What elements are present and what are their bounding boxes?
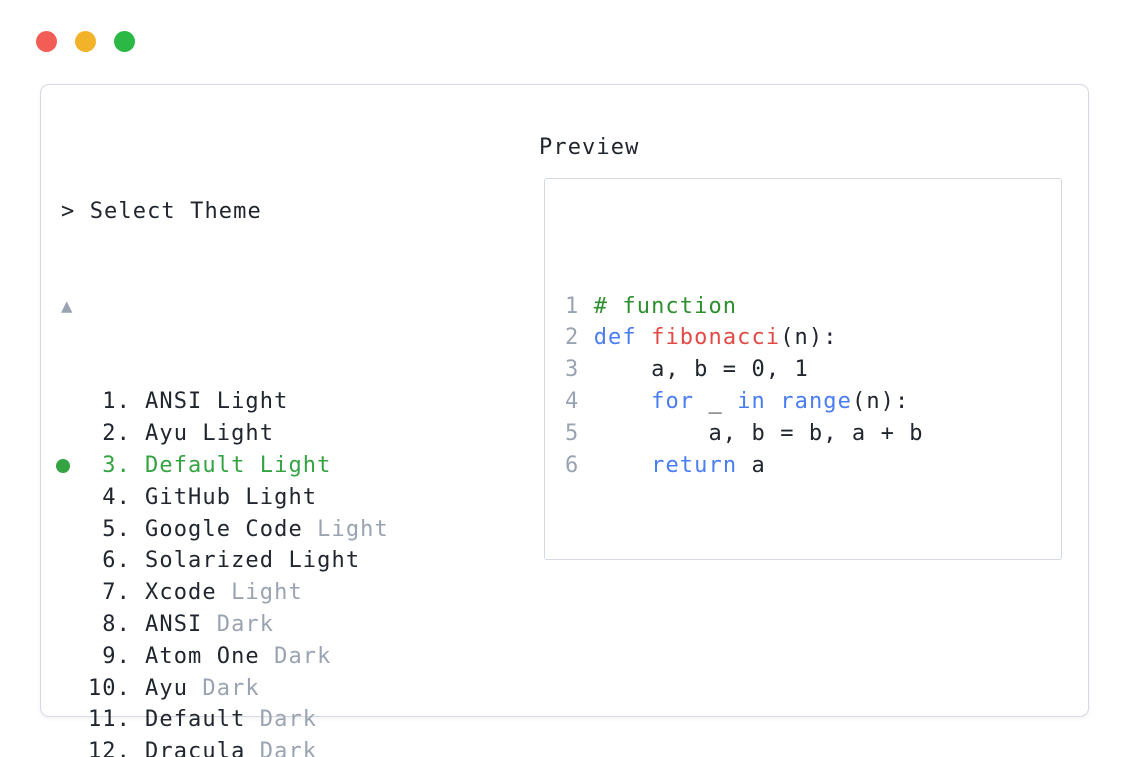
theme-item-label: Solarized Light (145, 548, 361, 574)
theme-item-label: Google Code Light (145, 516, 389, 542)
code-line: 6 return a (565, 450, 1061, 482)
close-button[interactable] (36, 31, 57, 52)
theme-item-label: Default Light (145, 452, 332, 478)
theme-item-number: 7. (102, 580, 131, 606)
code-token: in (737, 388, 766, 414)
theme-item-label: GitHub Light (145, 484, 318, 510)
code-token (594, 389, 651, 414)
theme-item-number: 1. (102, 389, 131, 415)
theme-item-number: 10. (87, 675, 131, 701)
code-line: 1 # function (565, 291, 1061, 323)
theme-picker-column: > Select Theme ▲ 1. ANSI Light 2. Ayu Light… (56, 132, 907, 757)
theme-item-label-muted: Dark (245, 739, 318, 757)
theme-item-12[interactable]: 12. Dracula Dark (61, 736, 907, 757)
theme-item-label: Xcode Light (145, 580, 303, 606)
code-token: (n): (780, 325, 838, 351)
minimize-button[interactable] (75, 31, 96, 52)
theme-item-label: ANSI Dark (145, 611, 275, 637)
theme-item-label: Dracula Dark (145, 736, 317, 757)
theme-item-label: Default Dark (145, 707, 318, 733)
code-token: def (593, 325, 652, 351)
theme-item-label-muted: Light (216, 580, 303, 606)
theme-item-number: 4. (102, 484, 131, 510)
theme-item-label: ANSI Light (145, 389, 289, 415)
theme-item-number: 5. (102, 516, 131, 542)
code-token (766, 389, 780, 414)
code-line: 3 a, b = 0, 1 (565, 354, 1061, 386)
code-line: 5 a, b = b, a + b (565, 418, 1061, 450)
line-number: 5 (565, 420, 594, 446)
theme-item-label-muted: Dark (202, 611, 275, 637)
theme-item-8[interactable]: 8. ANSI Dark (61, 609, 907, 641)
theme-item-label: Ayu Dark (145, 675, 260, 701)
theme-item-5[interactable]: 5. Google Code Light (61, 514, 907, 546)
theme-item-number: 11. (87, 707, 131, 733)
theme-item-label-muted: Dark (188, 675, 260, 701)
theme-item-9[interactable]: 9. Atom One Dark (61, 641, 907, 673)
theme-list: 1. ANSI Light 2. Ayu Light 3. Default Light 4.… (56, 386, 907, 757)
theme-item-label-muted: Dark (259, 643, 332, 669)
code-token: return (651, 452, 738, 478)
theme-item-1[interactable]: 1. ANSI Light (61, 386, 907, 418)
theme-item-number: 3. (102, 452, 131, 478)
maximize-button[interactable] (114, 31, 135, 52)
code-token: (n): (851, 388, 910, 414)
scroll-up-icon[interactable]: ▲ (61, 294, 74, 317)
line-number: 6 (565, 452, 594, 478)
code-token: # function (593, 293, 738, 319)
theme-item-label-muted: Dark (245, 707, 318, 733)
theme-item-number: 9. (102, 643, 131, 669)
selected-dot-icon (56, 458, 70, 473)
theme-item-number: 2. (102, 421, 131, 447)
theme-item-number: 6. (102, 548, 131, 574)
theme-item-2[interactable]: 2. Ayu Light (61, 418, 907, 450)
select-theme-prompt[interactable]: > Select Theme (61, 198, 262, 224)
theme-item-3[interactable]: 3. Default Light (56, 450, 907, 482)
code-token: for (651, 388, 695, 414)
code-token: a, b = 0, 1 (593, 357, 809, 383)
line-number: 1 (565, 293, 594, 319)
code-token: fibonacci (651, 325, 781, 351)
theme-item-7[interactable]: 7. Xcode Light (61, 577, 907, 609)
theme-picker-panel: > Select Theme ▲ 1. ANSI Light 2. Ayu Light… (40, 84, 1089, 757)
theme-item-label: Ayu Light (145, 421, 275, 447)
code-token: range (780, 388, 852, 414)
theme-item-4[interactable]: 4. GitHub Light (61, 482, 907, 514)
line-number: 4 (565, 388, 594, 414)
theme-item-label: Atom One Dark (145, 643, 332, 669)
preview-title: Preview (539, 135, 640, 160)
code-token: a, b = b, a + b (593, 420, 924, 446)
line-number: 2 (565, 325, 594, 351)
theme-item-number: 8. (102, 611, 131, 637)
theme-item-6[interactable]: 6. Solarized Light (61, 545, 907, 577)
theme-item-10[interactable]: 10. Ayu Dark (61, 673, 907, 705)
code-token: a (737, 452, 766, 478)
theme-item-label-muted: Light (302, 516, 389, 542)
code-line: 2 def fibonacci(n): (565, 322, 1061, 354)
line-number: 3 (565, 357, 594, 383)
code-line: 4 for _ in range(n): (565, 386, 1061, 418)
theme-item-number: 12. (87, 739, 131, 757)
theme-item-11[interactable]: 11. Default Dark (61, 704, 907, 736)
window-controls (36, 31, 135, 52)
code-token: _ (694, 388, 738, 414)
code-token (594, 453, 651, 478)
